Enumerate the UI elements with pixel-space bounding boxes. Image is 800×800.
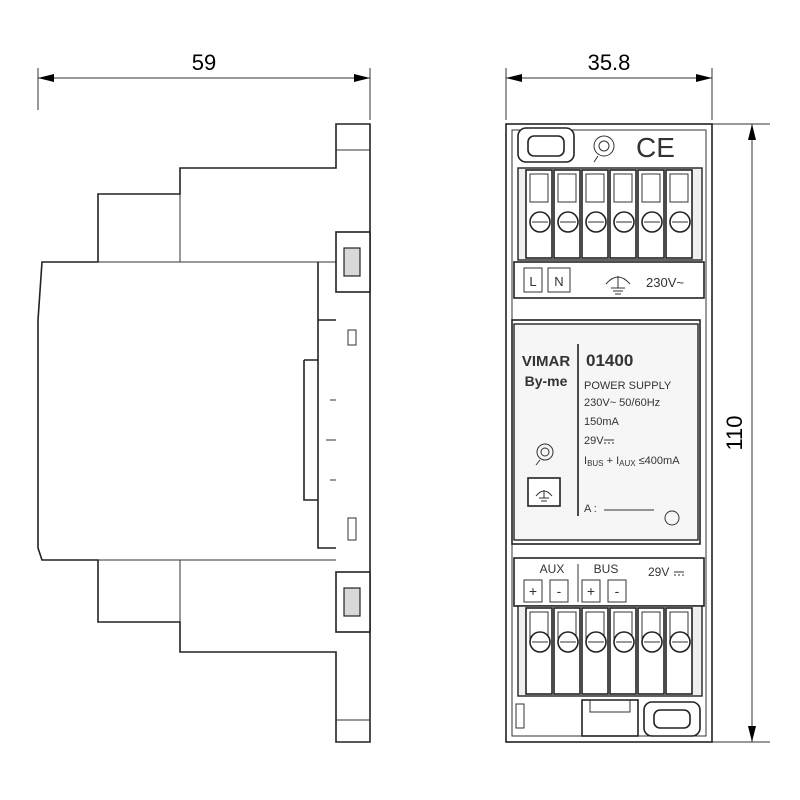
top-voltage-label: 230V~ <box>646 275 684 290</box>
screw-terminal-icon <box>581 607 609 695</box>
svg-text:CE: CE <box>636 132 675 163</box>
width-dimension-label: 35.8 <box>588 50 631 75</box>
side-body-outline <box>37 123 371 743</box>
bottom-screw-row <box>525 607 693 695</box>
spec-line-2: 230V~ 50/60Hz <box>584 397 660 409</box>
current-rule: IBUS + IAUX ≤400mA <box>584 455 680 468</box>
status-led <box>664 510 680 526</box>
dimension-width: 35.8 <box>505 50 713 120</box>
brand-label: VIMAR <box>522 353 571 370</box>
front-housing <box>505 123 713 743</box>
spec-line-1: POWER SUPPLY <box>584 380 672 392</box>
series-label: By-me <box>525 373 568 389</box>
screw-terminal-icon <box>665 607 693 695</box>
aux-label: AUX <box>540 562 565 576</box>
bottom-voltage-label: 29V <box>648 565 669 579</box>
dc-symbol-icon <box>674 571 684 576</box>
line-terminal-label: L <box>529 274 536 289</box>
bus-label: BUS <box>594 562 619 576</box>
side-view: 59 <box>37 50 371 743</box>
imq-mark-icon <box>535 443 554 466</box>
ground-symbol-icon <box>535 490 553 502</box>
top-label-strip <box>513 261 705 299</box>
aux-plus: + <box>529 583 537 599</box>
address-label: A : <box>584 503 597 515</box>
screw-terminal-icon <box>553 169 581 259</box>
imq-mark-icon <box>593 135 615 163</box>
front-view: 35.8 110 CE <box>505 50 770 743</box>
screw-terminal-icon <box>665 169 693 259</box>
screw-terminal-icon <box>525 169 553 259</box>
depth-dimension-label: 59 <box>192 50 216 75</box>
din-clip-outline <box>303 262 336 549</box>
product-code: 01400 <box>586 351 633 370</box>
spec-line-4: 29V <box>584 435 604 447</box>
screw-terminal-icon <box>637 607 665 695</box>
screw-terminal-icon <box>581 169 609 259</box>
ground-symbol-icon <box>605 276 631 295</box>
height-dimension-label: 110 <box>722 415 747 450</box>
dc-symbol-icon <box>604 439 614 444</box>
aux-minus: - <box>557 583 562 599</box>
dimension-height: 110 <box>700 123 770 743</box>
screw-terminal-icon <box>609 607 637 695</box>
dimension-depth: 59 <box>37 50 371 120</box>
ce-mark-icon: CE <box>636 132 675 163</box>
spec-line-3: 150mA <box>584 416 620 428</box>
bottom-label-strip <box>513 557 705 607</box>
screw-terminal-icon <box>553 607 581 695</box>
svg-text:IBUS + IAUX ≤400mA: IBUS + IAUX ≤400mA <box>584 455 680 468</box>
screw-terminal-icon <box>525 607 553 695</box>
bus-minus: - <box>615 583 620 599</box>
bus-plus: + <box>587 583 595 599</box>
neutral-terminal-label: N <box>554 274 563 289</box>
top-screw-row <box>525 169 693 259</box>
screw-terminal-icon <box>637 169 665 259</box>
screw-terminal-icon <box>609 169 637 259</box>
